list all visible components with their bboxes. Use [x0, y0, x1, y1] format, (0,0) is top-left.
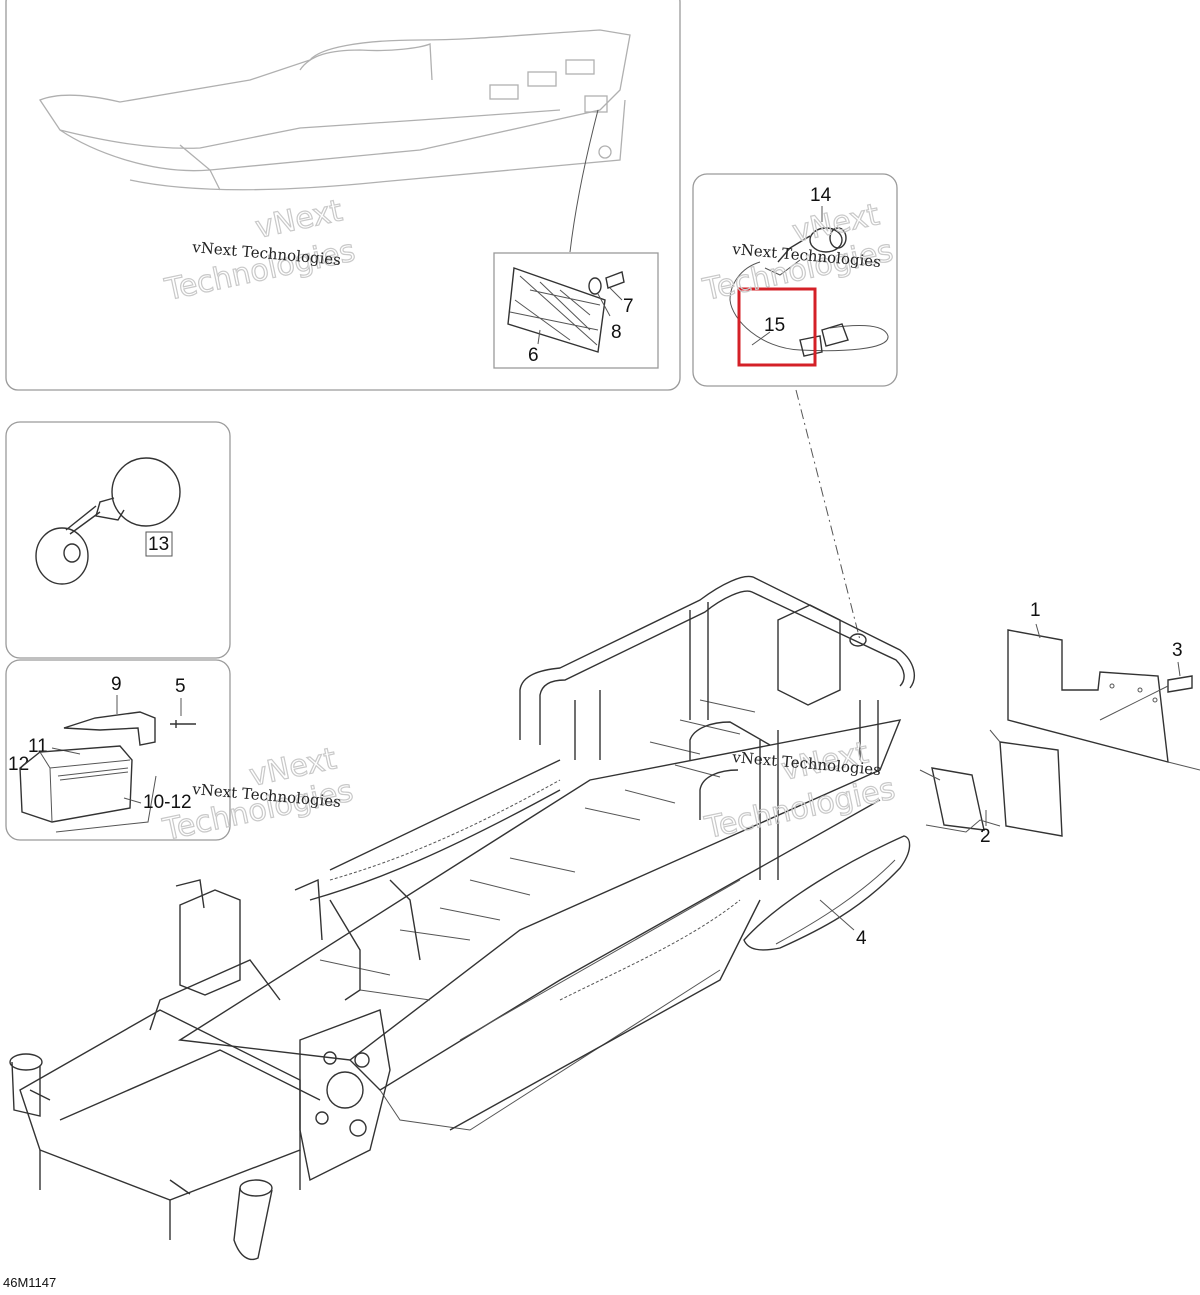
callout-6: 6: [528, 345, 539, 366]
front-body-panel: 7 8 6 vNext Technologies vNext Technolog…: [5, 0, 681, 391]
callout-7: 7: [623, 296, 634, 317]
diagram-code: 46M1147: [3, 1275, 56, 1290]
callout-3: 3: [1172, 640, 1183, 661]
callout-12: 12: [8, 754, 29, 775]
callout-15: 15: [764, 315, 785, 336]
callout-14: 14: [810, 185, 832, 206]
callout-8: 8: [611, 322, 622, 343]
highlight-box-15: [737, 287, 817, 367]
callout-9: 9: [111, 674, 122, 695]
callout-1: 1: [1030, 600, 1041, 621]
callout-10-12: 10-12: [143, 792, 192, 813]
frame-chassis: [9, 575, 916, 1261]
horn-panel: 13: [5, 421, 231, 659]
snow-flap-parts: 1 3 2 4 vNext Technologies vNext Technol…: [701, 600, 1200, 951]
callout-4: 4: [856, 928, 867, 949]
callout-5: 5: [175, 676, 186, 697]
ignition-leader-line: [795, 389, 861, 641]
seat-cushion-panel: 9 5 11 12 10-12 vNext Technologies vNext…: [5, 659, 357, 849]
ignition-key-panel: 14 15 vNext Technologies vNext Technolog…: [692, 173, 898, 387]
callout-13: 13: [148, 534, 169, 555]
callout-2: 2: [980, 826, 991, 847]
